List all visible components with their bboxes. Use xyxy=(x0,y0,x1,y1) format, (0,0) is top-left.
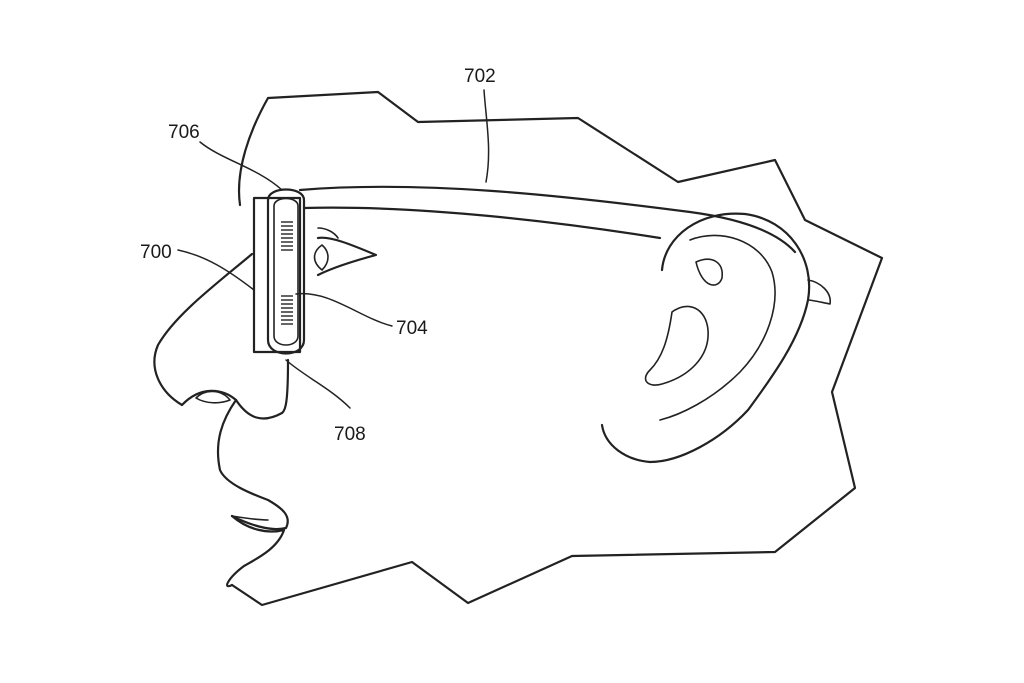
label-704: 704 xyxy=(396,318,428,339)
label-708: 708 xyxy=(334,424,366,445)
lower-grating xyxy=(281,295,293,325)
leader-700 xyxy=(177,249,255,291)
ear xyxy=(600,212,831,464)
upper-grating xyxy=(281,221,293,251)
leader-704 xyxy=(295,292,393,327)
label-702: 702 xyxy=(464,66,496,87)
leader-708 xyxy=(285,359,351,409)
label-700: 700 xyxy=(140,242,172,263)
label-706: 706 xyxy=(168,122,200,143)
head-outline xyxy=(153,90,884,607)
display-frame xyxy=(252,188,306,355)
strap xyxy=(298,185,797,254)
eye xyxy=(313,227,378,277)
leader-706 xyxy=(199,141,283,191)
leader-702 xyxy=(483,89,490,183)
reference-labels: 702 706 700 704 708 xyxy=(140,66,496,445)
leader-lines xyxy=(177,89,490,409)
